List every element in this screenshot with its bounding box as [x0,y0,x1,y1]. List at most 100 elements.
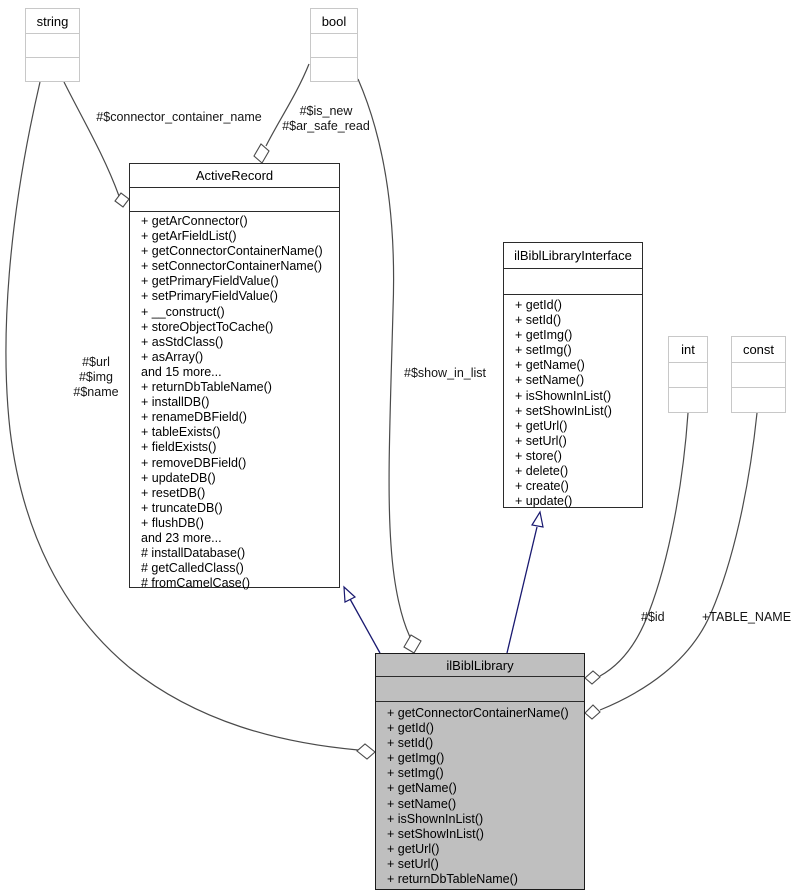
member-row: + tableExists() [141,425,221,440]
member-row: + getImg() [387,751,445,766]
member-row: + installDB() [141,395,210,410]
class-box-ilbibllibrary[interactable]: ilBiblLibrary + getConnectorContainerNam… [375,653,585,890]
attributes-compartment [669,362,707,387]
member-row: + setShowInList() [515,403,612,418]
member-row: + getConnectorContainerName() [387,706,569,720]
operations-compartment [311,57,357,81]
aggregation-diamond [356,743,376,760]
member-row: + isShownInList() [387,811,484,826]
member-row: + update() [515,494,573,509]
aggregation-diamond [253,143,270,164]
member-row: + renameDBField() [141,410,247,425]
member-row: + setName() [387,796,457,811]
class-box-bool: bool [310,8,358,82]
member-row: + __construct() [141,304,225,319]
member-row: + setShowInList() [387,826,484,841]
attributes-compartment [376,676,584,701]
member-row: + delete() [515,464,569,479]
class-title: int [681,342,695,357]
edge-label-show-in-list: #$show_in_list [404,366,486,380]
attributes-compartment [130,187,339,211]
edge-label-id: #$id [641,610,665,624]
edge-inherit-activerecord [349,598,381,654]
member-row: + getName() [387,781,457,796]
member-row: + getId() [387,721,434,736]
class-box-int: int [668,336,708,413]
attributes-compartment [732,362,785,387]
inheritance-arrowhead [531,510,544,528]
member-row: + getArFieldList() [141,229,237,244]
aggregation-diamond [403,634,422,654]
edge-string-ilbibllibrary [5,81,359,751]
member-row: + setImg() [515,343,572,358]
aggregation-diamond [114,192,130,208]
member-row: + updateDB() [141,470,216,485]
class-title: string [36,13,69,29]
member-row: # fromCamelCase() [141,576,251,591]
member-row: + getUrl() [387,841,440,856]
member-row: + flushDB() [141,515,204,530]
member-row: and 15 more... [141,364,222,379]
member-row: + getPrimaryFieldValue() [141,274,279,289]
edge-label-table-name: +TABLE_NAME [702,610,792,624]
class-box-activerecord[interactable]: ActiveRecord + getArConnector()+ getArFi… [129,163,340,591]
member-row: + getConnectorContainerName() [141,244,323,259]
member-row: + getArConnector() [141,214,248,228]
member-row: + create() [515,479,569,494]
member-row: + isShownInList() [515,388,612,403]
class-box-ilbibllibraryinterface[interactable]: ilBiblLibraryInterface + getId()+ setId(… [503,242,643,508]
edge-bool-ilbibllibrary [357,78,411,638]
class-title: ilBiblLibraryInterface [514,248,632,263]
member-row: + storeObjectToCache() [141,319,274,334]
member-row: + setUrl() [515,433,567,448]
attributes-compartment [311,33,357,57]
edge-label-is-new-ar-safe-read: #$is_new #$ar_safe_read [282,104,370,133]
edge-const-ilbibllibrary [599,412,758,711]
member-row: + setPrimaryFieldValue() [141,289,278,304]
member-row: + setId() [515,313,562,328]
member-row: + returnDbTableName() [141,380,272,395]
class-title: ActiveRecord [195,168,274,183]
class-title: const [742,342,775,357]
member-row: + returnDbTableName() [387,872,518,887]
member-row: # getCalledClass() [141,561,244,576]
edge-label-connector-container-name: #$connector_container_name [96,110,262,124]
operations-compartment: + getArConnector()+ getArFieldList()+ ge… [130,211,339,591]
member-row: + setUrl() [387,856,439,871]
operations-compartment [26,57,79,81]
member-row: + asArray() [141,349,204,364]
member-row: + setImg() [387,766,444,781]
edge-inherit-interface [506,526,538,654]
member-row: + setConnectorContainerName() [141,259,322,274]
class-title: bool [321,13,347,29]
edge-label-url-img-name: #$url #$img #$name [73,355,119,399]
aggregation-diamond [584,670,601,685]
member-row: + getName() [515,358,585,373]
member-row: # installDatabase() [141,546,246,561]
class-box-const: const [731,336,786,413]
member-row: + setName() [515,373,585,388]
class-box-string: string [25,8,80,82]
member-row: + setId() [387,736,434,751]
member-row: + getImg() [515,328,573,343]
operations-compartment [669,387,707,412]
operations-compartment [732,387,785,412]
edge-string-activerecord [63,81,120,197]
member-row: + asStdClass() [141,334,224,349]
member-row: + getId() [515,298,562,312]
edge-bool-activerecord [265,63,310,147]
edge-int-ilbibllibrary [599,412,689,677]
operations-compartment: + getId()+ setId()+ getImg()+ setImg()+ … [504,294,642,509]
member-row: + getUrl() [515,418,568,433]
member-row: + truncateDB() [141,500,223,515]
aggregation-diamond [584,704,601,720]
operations-compartment: + getConnectorContainerName()+ getId()+ … [376,701,584,887]
member-row: and 23 more... [141,530,222,545]
attributes-compartment [26,33,79,57]
member-row: + fieldExists() [141,440,217,455]
class-title: ilBiblLibrary [446,657,514,673]
member-row: + removeDBField() [141,455,247,470]
member-row: + store() [515,448,562,463]
